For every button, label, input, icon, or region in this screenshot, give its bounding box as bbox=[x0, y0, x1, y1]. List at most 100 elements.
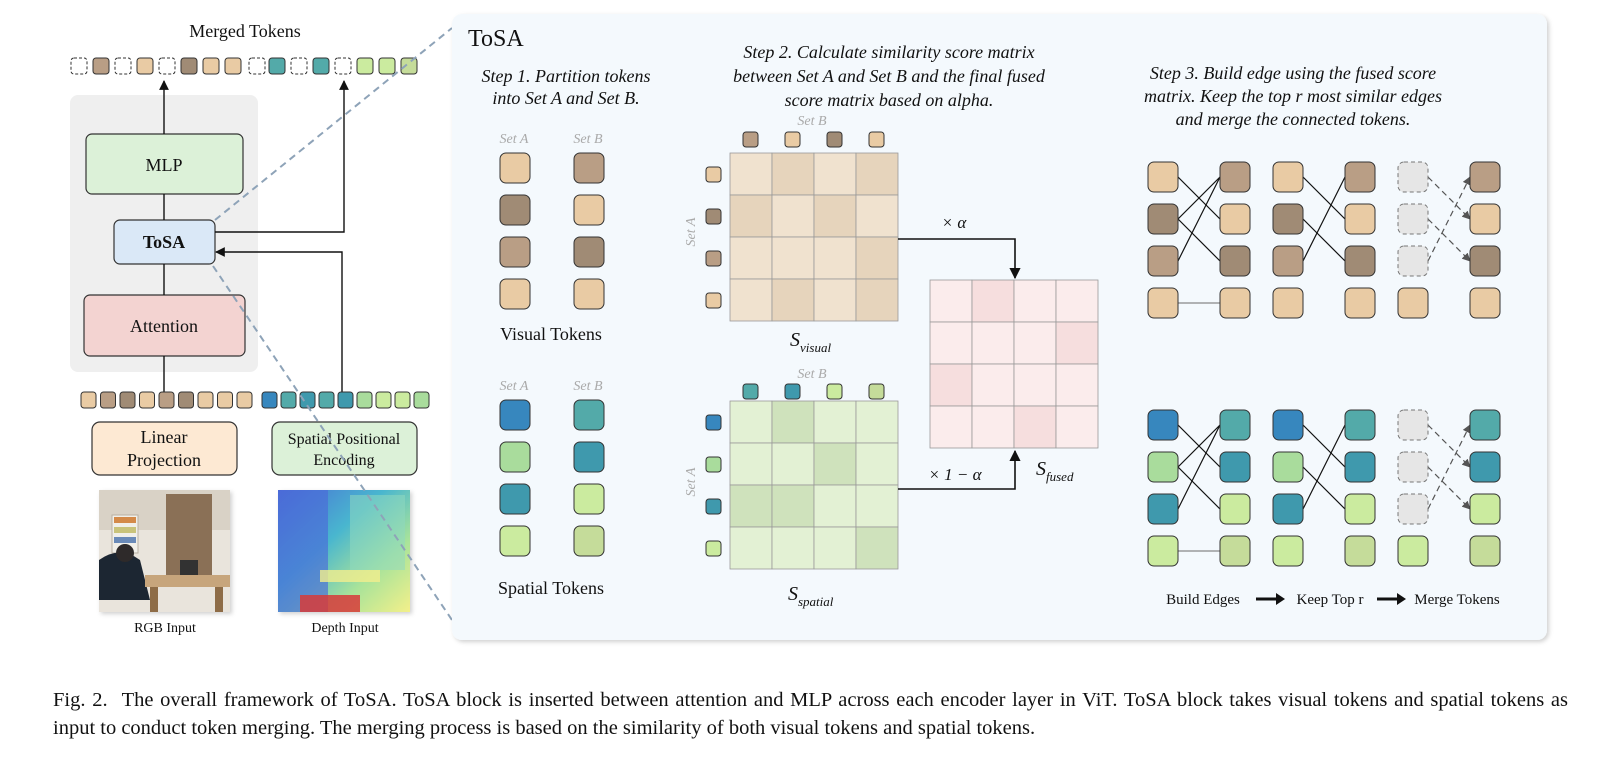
spatial-set-a-token bbox=[499, 525, 531, 557]
visual-set-a-token bbox=[1397, 287, 1429, 319]
edge bbox=[1427, 424, 1471, 510]
spatial-set-b-token bbox=[1344, 535, 1376, 567]
visual-input-token bbox=[197, 391, 214, 409]
spatial-matrix-cell bbox=[771, 400, 815, 444]
spatial-set-a-token bbox=[1147, 409, 1179, 441]
mlp-label: MLP bbox=[145, 155, 182, 175]
visual-set-a-header-token bbox=[705, 250, 722, 267]
edge bbox=[1302, 176, 1346, 220]
spatial-set-b-token bbox=[1219, 451, 1251, 483]
merged-visual-token bbox=[180, 57, 198, 75]
spatial-matrix-cell bbox=[855, 442, 899, 486]
fused-matrix-cell bbox=[971, 279, 1015, 323]
caption-label: Fig. 2. bbox=[53, 689, 108, 711]
merged-visual-token bbox=[202, 57, 220, 75]
visual-merged-away-token bbox=[1397, 161, 1429, 193]
fused-matrix-cell bbox=[1013, 363, 1057, 407]
spatial-set-b-token bbox=[573, 525, 605, 557]
spatial-matrix-cell bbox=[729, 526, 773, 570]
visual-input-token bbox=[236, 391, 253, 409]
merged-visual-token bbox=[158, 57, 176, 75]
spatial-set-a-token bbox=[1147, 535, 1179, 567]
edge bbox=[1302, 466, 1346, 510]
merged-visual-token bbox=[248, 57, 266, 75]
spatial-set-b-header-token bbox=[868, 383, 885, 400]
visual-set-b-token bbox=[573, 194, 605, 226]
spatial-set-b-token bbox=[573, 441, 605, 473]
set-a-label-spatial: Set A bbox=[500, 379, 529, 394]
step2-text-line2: between Set A and Set B and the final fu… bbox=[733, 66, 1046, 86]
attention-label: Attention bbox=[130, 316, 198, 336]
rgb-input-label: RGB Input bbox=[134, 621, 196, 636]
panel-title: ToSA bbox=[468, 26, 524, 52]
visual-merged-away-token bbox=[1397, 203, 1429, 235]
linear-projection-label: Linear bbox=[141, 427, 188, 447]
spatial-matrix-cell bbox=[855, 484, 899, 528]
spatial-set-b-header-token bbox=[742, 383, 759, 400]
merge-tokens-label: Merge Tokens bbox=[1414, 592, 1500, 608]
spatial-input-token bbox=[299, 391, 316, 409]
fused-matrix-cell bbox=[971, 363, 1015, 407]
spatial-set-a-token bbox=[1272, 493, 1304, 525]
merged-spatial-token bbox=[334, 57, 352, 75]
visual-set-b-header-token bbox=[826, 131, 843, 148]
spatial-set-a-header-token bbox=[705, 456, 722, 473]
spatial-set-b-token bbox=[1469, 451, 1501, 483]
visual-matrix-cell bbox=[729, 278, 773, 322]
spatial-set-b-header-token bbox=[784, 383, 801, 400]
merged-spatial-token bbox=[312, 57, 330, 75]
step1-text-line2: into Set A and Set B. bbox=[492, 88, 639, 108]
visual-set-b-token bbox=[1219, 161, 1251, 193]
fused-matrix-cell bbox=[1013, 405, 1057, 449]
visual-matrix-cell bbox=[729, 194, 773, 238]
spatial-set-b-token bbox=[573, 399, 605, 431]
spatial-set-a-token bbox=[1147, 493, 1179, 525]
spatial-matrix-cell bbox=[813, 526, 857, 570]
edge bbox=[1177, 176, 1221, 262]
visual-set-a-token bbox=[1272, 161, 1304, 193]
visual-matrix-cell bbox=[729, 152, 773, 196]
visual-set-b-token bbox=[1219, 287, 1251, 319]
figure-caption: Fig. 2.The overall framework of ToSA. To… bbox=[53, 686, 1568, 742]
linear-projection-label-line2: Projection bbox=[127, 450, 201, 470]
spatial-merged-away-token bbox=[1397, 493, 1429, 525]
fused-matrix-cell bbox=[1013, 321, 1057, 365]
visual-matrix-cell bbox=[771, 194, 815, 238]
merged-spatial-token bbox=[378, 57, 396, 75]
spatial-set-b-token bbox=[1219, 409, 1251, 441]
visual-set-a-token bbox=[499, 194, 531, 226]
input-token-row bbox=[80, 391, 430, 409]
edge bbox=[1302, 218, 1346, 262]
fused-matrix-cell bbox=[971, 405, 1015, 449]
merged-visual-token bbox=[136, 57, 154, 75]
spatial-input-token bbox=[356, 391, 373, 409]
s-fused-label: Sfused bbox=[1036, 458, 1074, 484]
encoder-layer: Merged Tokens MLP ToSA Attention Linear … bbox=[70, 21, 453, 636]
visual-set-b-token bbox=[1219, 245, 1251, 277]
spatial-encoding-block bbox=[271, 421, 418, 476]
merged-spatial-token bbox=[290, 57, 308, 75]
linear-projection-block bbox=[91, 421, 238, 476]
spatial-input-token bbox=[413, 391, 430, 409]
merged-tokens-label: Merged Tokens bbox=[189, 21, 301, 41]
visual-set-b-header-token bbox=[868, 131, 885, 148]
merged-token-row bbox=[70, 57, 418, 75]
visual-set-b-token bbox=[573, 236, 605, 268]
times-one-minus-alpha-label: × 1 − α bbox=[928, 465, 982, 484]
visual-input-token bbox=[217, 391, 233, 409]
fused-matrix-cell bbox=[929, 321, 973, 365]
visual-matrix-cell bbox=[771, 236, 815, 280]
tosa-detail-panel: ToSA Step 1. Partition tokens into Set A… bbox=[452, 14, 1547, 640]
edge bbox=[1177, 424, 1221, 510]
visual-input-token bbox=[100, 391, 116, 409]
visual-set-a-header-token bbox=[705, 208, 722, 225]
visual-set-b-token bbox=[1344, 245, 1376, 277]
spatial-matrix-cell bbox=[771, 484, 815, 528]
spatial-set-b-token bbox=[1219, 535, 1251, 567]
rgb-input-image bbox=[99, 490, 230, 612]
visual-set-a-header-token bbox=[705, 166, 722, 183]
visual-set-b-token bbox=[1344, 287, 1376, 319]
spatial-set-b-header-token bbox=[826, 383, 843, 400]
visual-set-b-token bbox=[1469, 203, 1501, 235]
visual-set-a-token bbox=[1272, 287, 1304, 319]
